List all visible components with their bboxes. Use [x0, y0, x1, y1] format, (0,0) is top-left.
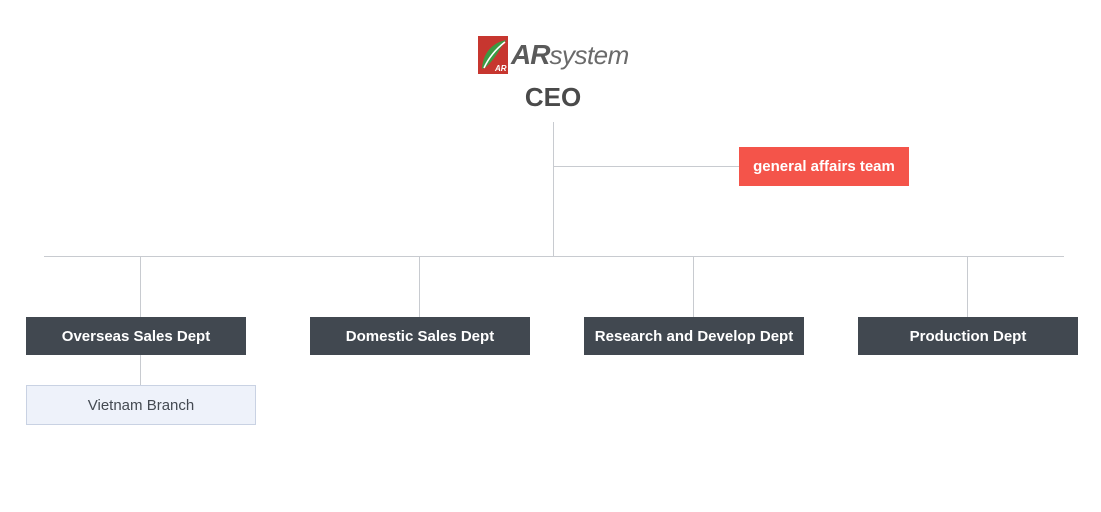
research-drop-line: [693, 256, 694, 317]
domestic-sales-dept-node: Domestic Sales Dept: [310, 317, 530, 355]
vietnam-branch-node: Vietnam Branch: [26, 385, 256, 425]
ceo-node: CEO: [524, 82, 582, 112]
company-logo: AR ARsystem: [478, 36, 629, 74]
branch-connector-line: [140, 355, 141, 385]
logo-wordmark: ARsystem: [511, 36, 629, 74]
domestic-drop-line: [419, 256, 420, 317]
general-affairs-team-node: general affairs team: [739, 147, 909, 186]
logo-mark-text: AR: [494, 64, 507, 73]
ceo-trunk-line: [553, 122, 554, 257]
production-drop-line: [967, 256, 968, 317]
leaf-logo-icon: AR: [478, 36, 508, 74]
research-develop-dept-node: Research and Develop Dept: [584, 317, 804, 355]
department-bus-line: [44, 256, 1064, 257]
overseas-sales-dept-node: Overseas Sales Dept: [26, 317, 246, 355]
logo-brand-system: system: [549, 40, 629, 70]
logo-brand-ar: AR: [511, 39, 550, 70]
production-dept-node: Production Dept: [858, 317, 1078, 355]
overseas-drop-line: [140, 256, 141, 317]
affairs-branch-line: [553, 166, 739, 167]
